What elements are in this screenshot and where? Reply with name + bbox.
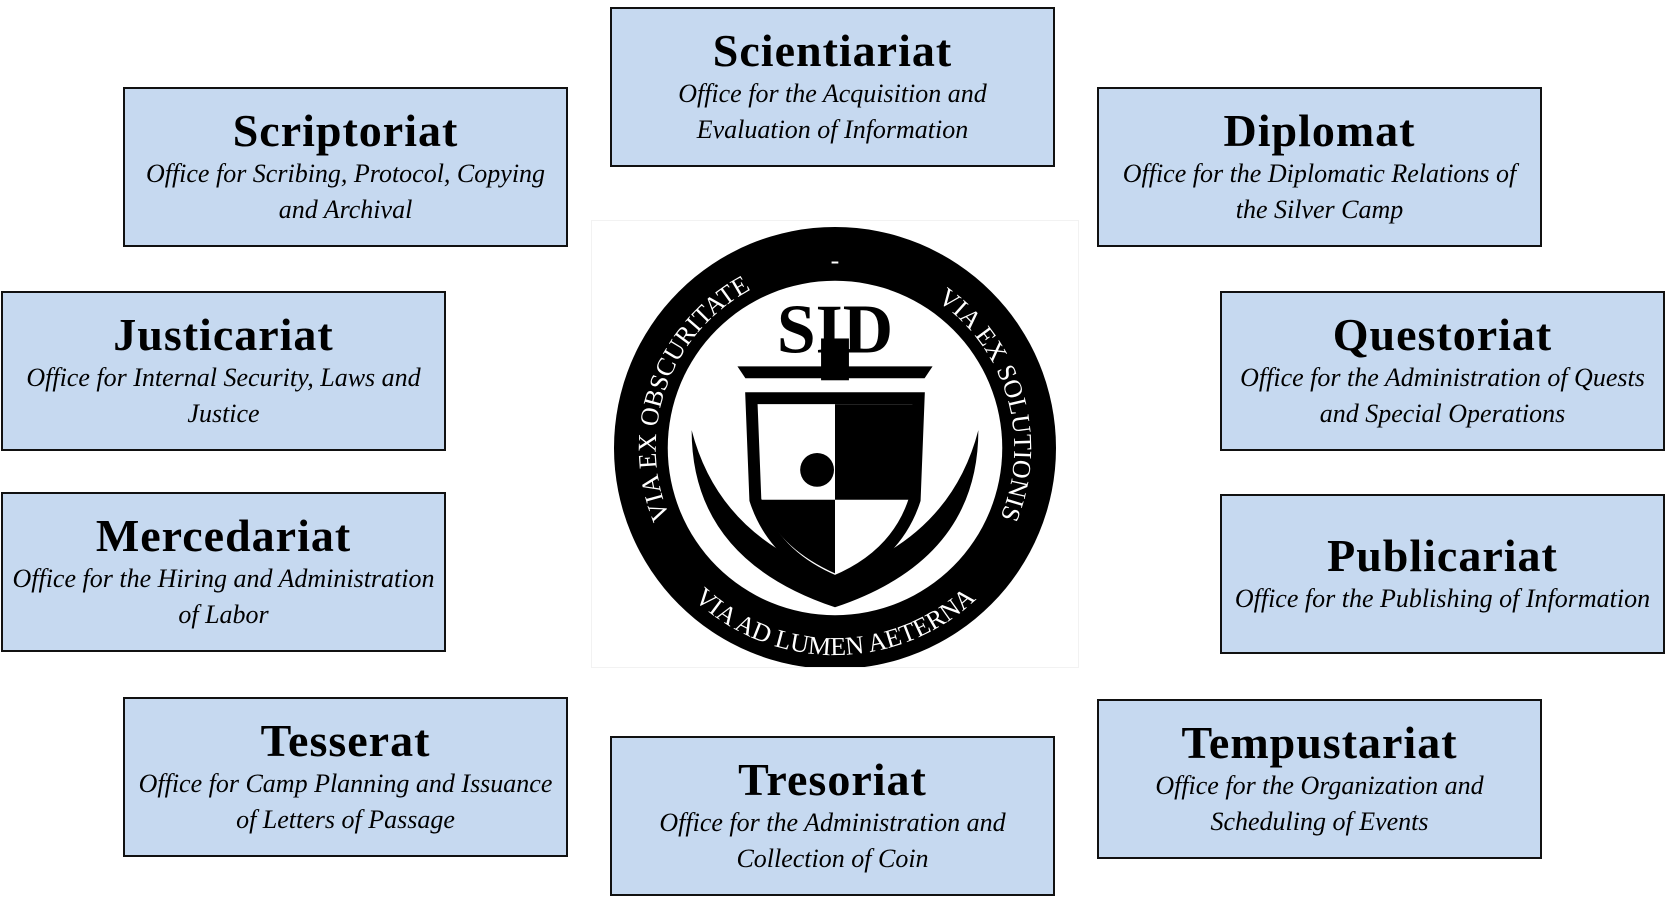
office-box-tesserat: Tesserat Office for Camp Planning and Is…	[123, 697, 568, 857]
office-title: Diplomat	[1223, 105, 1416, 156]
seal-separator: -	[831, 246, 840, 275]
office-title: Scriptoriat	[232, 105, 459, 156]
seal-shield-quarter	[835, 404, 913, 500]
seal-laurel-arc	[691, 430, 979, 608]
office-box-scriptoriat: Scriptoriat Office for Scribing, Protoco…	[123, 87, 568, 247]
seal-graphic: SID VIA EX OBSCURITATE - VIA EX SOLUTION…	[613, 226, 1057, 669]
office-description: Office for Scribing, Protocol, Copying a…	[145, 159, 546, 224]
office-box-publicariat: Publicariat Office for the Publishing of…	[1220, 494, 1665, 654]
office-box-scientiariat: Scientiariat Office for the Acquisition …	[610, 7, 1055, 167]
office-box-mercedariat: Mercedariat Office for the Hiring and Ad…	[1, 492, 446, 652]
seal-shield-quarter-lower	[759, 499, 835, 574]
office-description: Office for the Hiring and Administration…	[12, 564, 435, 629]
office-title: Tresoriat	[738, 754, 927, 805]
office-box-tresoriat: Tresoriat Office for the Administration …	[610, 736, 1055, 896]
office-title: Publicariat	[1327, 530, 1558, 581]
seal-shield-orb	[800, 452, 835, 487]
office-title: Tesserat	[260, 715, 431, 766]
seal-sword-guard	[737, 366, 933, 379]
office-description: Office for the Administration and Collec…	[659, 808, 1006, 873]
seal-initials: SID	[777, 291, 893, 368]
office-title: Tempustariat	[1181, 717, 1458, 768]
office-box-justicariat: Justicariat Office for Internal Security…	[1, 291, 446, 451]
sid-seal-logo: SID VIA EX OBSCURITATE - VIA EX SOLUTION…	[591, 220, 1079, 669]
office-description: Office for Camp Planning and Issuance of…	[138, 769, 553, 834]
office-box-questoriat: Questoriat Office for the Administration…	[1220, 291, 1665, 451]
office-box-diplomat: Diplomat Office for the Diplomatic Relat…	[1097, 87, 1542, 247]
office-description: Office for the Diplomatic Relations of t…	[1122, 159, 1517, 224]
office-title: Scientiariat	[712, 25, 953, 76]
office-description: Office for the Publishing of Information	[1234, 584, 1651, 613]
office-description: Office for the Organization and Scheduli…	[1155, 771, 1484, 836]
office-box-tempustariat: Tempustariat Office for the Organization…	[1097, 699, 1542, 859]
office-description: Office for the Acquisition and Evaluatio…	[678, 79, 987, 144]
office-title: Questoriat	[1332, 309, 1553, 360]
office-title: Mercedariat	[95, 510, 352, 561]
office-title: Justicariat	[113, 309, 334, 360]
office-description: Office for the Administration of Quests …	[1240, 363, 1645, 428]
office-description: Office for Internal Security, Laws and J…	[26, 363, 421, 428]
